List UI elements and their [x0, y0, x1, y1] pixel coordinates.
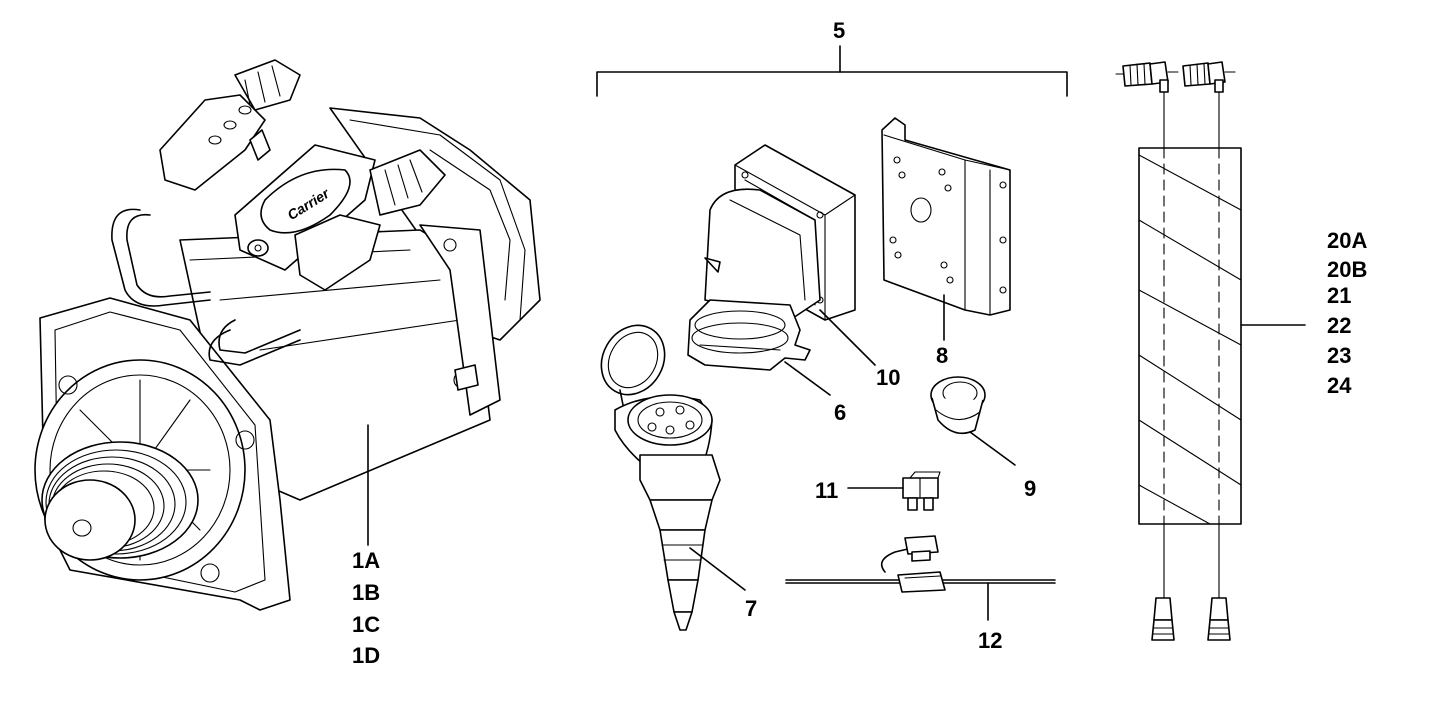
label-9: 9: [1024, 476, 1036, 501]
label-24: 24: [1327, 373, 1352, 398]
cable-assembly: [1115, 61, 1242, 641]
pulley: [41, 441, 199, 561]
group-bracket-5: [596, 71, 1068, 97]
label-22: 22: [1327, 313, 1351, 338]
label-7: 7: [745, 596, 757, 621]
label-1d: 1D: [352, 643, 380, 668]
label-1b: 1B: [352, 580, 380, 605]
bottom-connector-right: [1207, 597, 1231, 641]
label-1c: 1C: [352, 612, 380, 637]
generator-assembly: Carrier: [34, 59, 541, 611]
label-1a: 1A: [352, 548, 380, 573]
top-connector-right: [1182, 61, 1236, 93]
label-8: 8: [936, 343, 948, 368]
label-11: 11: [815, 478, 838, 503]
label-5: 5: [833, 18, 845, 43]
grommet: [930, 376, 986, 435]
top-connector-left: [1115, 61, 1179, 93]
label-20a: 20A: [1327, 228, 1367, 253]
label-10: 10: [876, 365, 900, 390]
bottom-connector-left: [1151, 597, 1175, 641]
socket-housing: [704, 144, 856, 321]
label-20b: 20B: [1327, 257, 1367, 282]
label-23: 23: [1327, 343, 1351, 368]
label-12: 12: [978, 628, 1002, 653]
cable-connector: [600, 324, 721, 631]
mounting-bracket: [881, 117, 1011, 316]
label-6: 6: [834, 400, 846, 425]
inline-fuse-holder: [785, 535, 1056, 593]
label-21: 21: [1327, 283, 1351, 308]
plug-base: [687, 299, 811, 371]
